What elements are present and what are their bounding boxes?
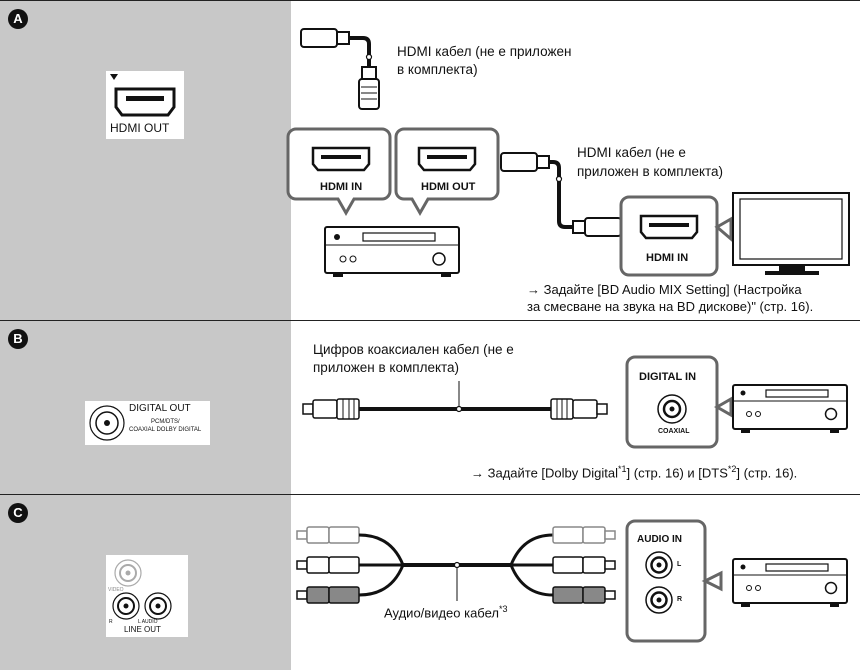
player-hdmi-out-label: HDMI OUT	[110, 121, 170, 135]
receiver-r-label: R	[677, 596, 683, 603]
r-jack-label: R	[109, 619, 113, 625]
digital-out-port-box: DIGITAL OUT PCM/DTS/ COAXIAL DOLBY DIGIT…	[85, 401, 210, 445]
av-cable-icon	[296, 526, 616, 604]
av-cable-label-sup: *3	[499, 604, 508, 614]
badge-c: C	[8, 503, 28, 523]
row-b-left-panel: B DIGITAL OUT PCM/DTS/ COAXIAL DOLBY DIG…	[0, 321, 291, 495]
receiver-digital-in-label: DIGITAL IN	[639, 371, 697, 383]
av-receiver-icon	[732, 384, 848, 433]
row-c-right-panel: Аудио/видео кабел*3 AUDIO IN L R	[291, 495, 860, 670]
rca-jacks-icon	[112, 559, 172, 620]
hdmi-cable-2-label-line2: приложен в комплекта)	[577, 164, 724, 179]
row-a-left-panel: A HDMI OUT	[0, 1, 291, 321]
tv-hdmi-in-callout	[619, 195, 733, 277]
coaxial-cable-label-line1: Цифров коаксиален кабел (не е	[313, 342, 514, 357]
coaxial-cable-icon	[302, 381, 608, 420]
line-out-label: LINE OUT	[124, 625, 161, 634]
av-cable-label: Аудио/видео кабел*3	[384, 601, 508, 621]
digital-out-sub1: PCM/DTS/	[151, 419, 180, 425]
row-a-note-line1: → Задайте [BD Audio MIX Setting] (Настро…	[527, 282, 802, 297]
row-b-note: → Задайте [Dolby Digital*1] (стр. 16) и …	[471, 461, 797, 481]
hdmi-port-icon	[110, 74, 176, 117]
row-c: C VIDEO R L AUDIO LINE OUT	[0, 494, 860, 670]
hdmi-cable-2-icon	[500, 152, 622, 237]
hdmi-cable-2-label-line1: HDMI кабел (не е	[577, 145, 686, 160]
receiver-coaxial-label: COAXIAL	[658, 428, 690, 435]
row-b-diagram	[302, 355, 848, 449]
digital-out-sub2: COAXIAL DOLBY DIGITAL	[129, 427, 202, 433]
line-out-port-box: VIDEO R L AUDIO LINE OUT	[106, 555, 188, 637]
av-cable-label-text: Аудио/видео кабел	[384, 605, 499, 621]
coaxial-cable-label-line2: приложен в комплекта)	[313, 360, 460, 375]
row-b: B DIGITAL OUT PCM/DTS/ COAXIAL DOLBY DIG…	[0, 320, 860, 495]
receiver-hdmi-out-label: HDMI OUT	[421, 181, 476, 193]
row-a-right-panel: HDMI кабел (не е приложен в комплекта) H…	[286, 1, 860, 321]
hdmi-cable-1-icon	[300, 28, 380, 110]
row-a-diagram	[286, 28, 850, 277]
av-cable-right-plugs	[552, 526, 616, 604]
receiver-audio-in-label: AUDIO IN	[637, 534, 682, 545]
coaxial-jack-icon	[89, 405, 125, 441]
receiver-hdmi-out-callout	[394, 127, 500, 217]
receiver-digital-in-callout	[625, 355, 733, 449]
badge-b: B	[8, 329, 28, 349]
receiver-l-label: L	[677, 561, 682, 568]
hdmi-cable-1-label-line2: в комплекта)	[397, 62, 478, 77]
row-b-note-prefix: → Задайте [Dolby Digital	[471, 465, 619, 481]
row-b-note-sup2: *2	[727, 464, 737, 474]
tv-icon	[732, 192, 850, 275]
row-c-diagram	[296, 519, 848, 643]
badge-a: A	[8, 9, 28, 29]
row-b-note-sup1: *1	[618, 464, 627, 474]
av-receiver-icon	[732, 558, 848, 607]
hdmi-cable-1-label-line1: HDMI кабел (не е приложен	[397, 44, 572, 59]
row-b-note-suffix: ] (стр. 16).	[736, 465, 798, 481]
row-b-note-mid: ] (стр. 16) и [DTS	[626, 465, 728, 481]
receiver-audio-in-callout	[625, 519, 723, 643]
row-a-note-line2: за смесване на звука на BD дискове)" (ст…	[527, 299, 814, 314]
receiver-hdmi-in-label: HDMI IN	[320, 181, 363, 193]
hdmi-out-port-box: HDMI OUT	[106, 71, 184, 139]
video-jack-label: VIDEO	[108, 587, 124, 593]
row-b-right-panel: Цифров коаксиален кабел (не е приложен в…	[291, 321, 860, 495]
audio-jack-label: L AUDIO	[138, 619, 158, 625]
av-cable-left-plugs	[296, 526, 360, 604]
digital-out-title: DIGITAL OUT	[129, 403, 191, 414]
av-receiver-icon	[324, 226, 460, 277]
row-c-left-panel: C VIDEO R L AUDIO LINE OUT	[0, 495, 291, 670]
row-a: A HDMI OUT	[0, 0, 860, 321]
receiver-hdmi-in-callout	[286, 127, 392, 217]
tv-hdmi-in-label: HDMI IN	[646, 252, 689, 264]
